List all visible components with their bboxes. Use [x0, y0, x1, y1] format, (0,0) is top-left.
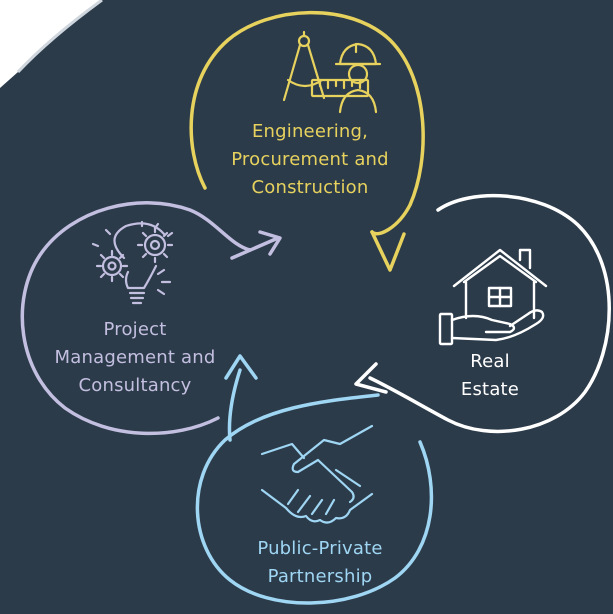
pmc-arrow-line	[230, 236, 280, 260]
gears-lightbulb-icon	[91, 220, 174, 305]
epc-label-line-2: Procurement and	[231, 149, 389, 170]
epc-loop-arc	[189, 10, 425, 236]
pmc-label: Project Management and Consultancy	[30, 316, 240, 400]
ppp-loop	[195, 354, 434, 605]
pmc-loop-arc	[20, 201, 252, 436]
epc-label: Engineering, Procurement and Constructio…	[205, 118, 415, 202]
pmc-label-line-1: Project	[103, 319, 167, 340]
pmc-arrow-head	[258, 230, 282, 256]
ppp-label-line-1: Public-Private	[257, 538, 383, 559]
epc-arrow-head	[370, 230, 406, 272]
epc-loop	[189, 10, 425, 272]
pmc-loop	[20, 201, 282, 436]
real-estate-label-line-1: Real	[470, 351, 510, 372]
ppp-arrow-head	[224, 354, 258, 380]
real-estate-loop-arc	[368, 194, 611, 434]
pmc-label-line-2: Management and	[54, 347, 216, 368]
house-hand-icon	[438, 248, 548, 346]
ppp-loop-arc	[195, 393, 434, 605]
ppp-label-line-2: Partnership	[267, 566, 373, 587]
real-estate-arrow-head	[354, 362, 388, 394]
page-curl-corner	[0, 0, 103, 88]
real-estate-label-line-2: Estate	[460, 379, 520, 400]
ppp-label: Public-Private Partnership	[215, 535, 425, 591]
epc-label-line-1: Engineering,	[251, 121, 369, 142]
handshake-icon	[260, 424, 374, 524]
pmc-label-line-3: Consultancy	[78, 375, 192, 396]
epc-label-line-3: Construction	[251, 177, 369, 198]
ppp-loop-tail	[227, 368, 242, 442]
real-estate-label: Real Estate	[440, 348, 540, 404]
engineer-compass-icon	[282, 30, 382, 114]
real-estate-loop	[354, 194, 611, 434]
